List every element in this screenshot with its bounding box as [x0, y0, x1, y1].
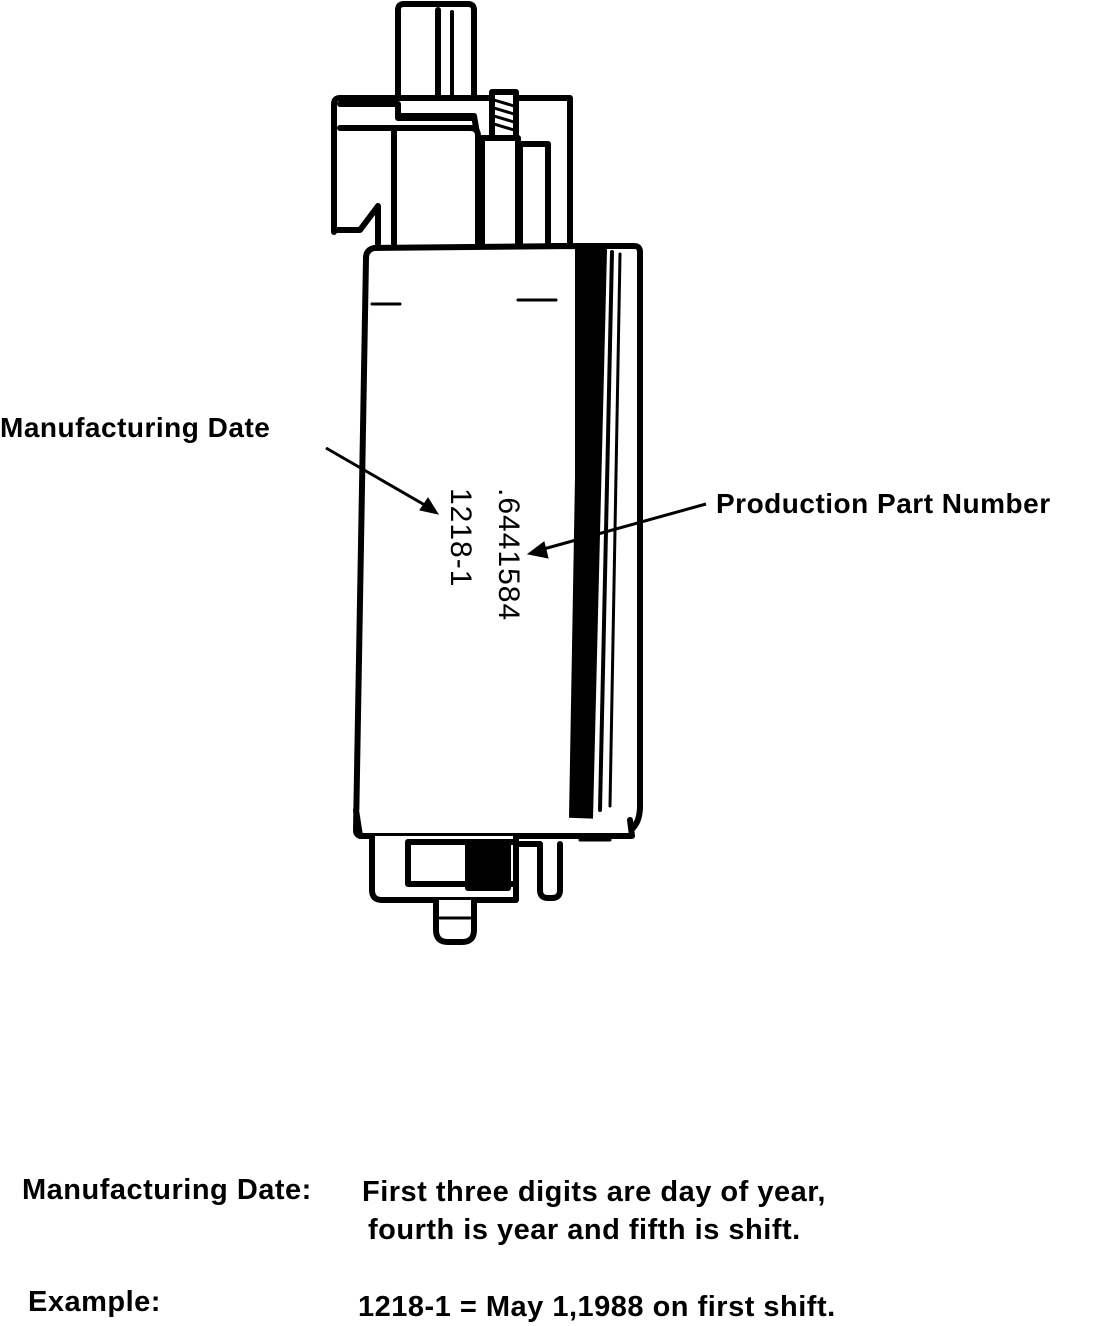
stamped-part-number: .6441584 — [492, 488, 525, 622]
note-label: Manufacturing Date: — [22, 1174, 312, 1206]
bottom-collar — [353, 807, 635, 903]
production-part-number-callout: Production Part Number — [716, 488, 1051, 519]
inlet-nipple — [433, 897, 477, 945]
note-line-2: fourth is year and fifth is shift. — [368, 1214, 801, 1246]
note-line-1: First three digits are day of year, — [362, 1176, 826, 1208]
manufacturing-date-callout: Manufacturing Date — [0, 412, 271, 443]
outlet-nipple — [395, 1, 477, 121]
leader-line-manufacturing-date — [325, 446, 440, 515]
terminal-post — [479, 89, 551, 251]
stamped-date-code: 1218-1 — [444, 488, 477, 588]
example-label: Example: — [28, 1286, 161, 1318]
leader-line-production-part-number — [526, 502, 707, 559]
example-text: 1218-1 = May 1,1988 on first shift. — [358, 1291, 836, 1323]
side-rail — [569, 243, 643, 839]
